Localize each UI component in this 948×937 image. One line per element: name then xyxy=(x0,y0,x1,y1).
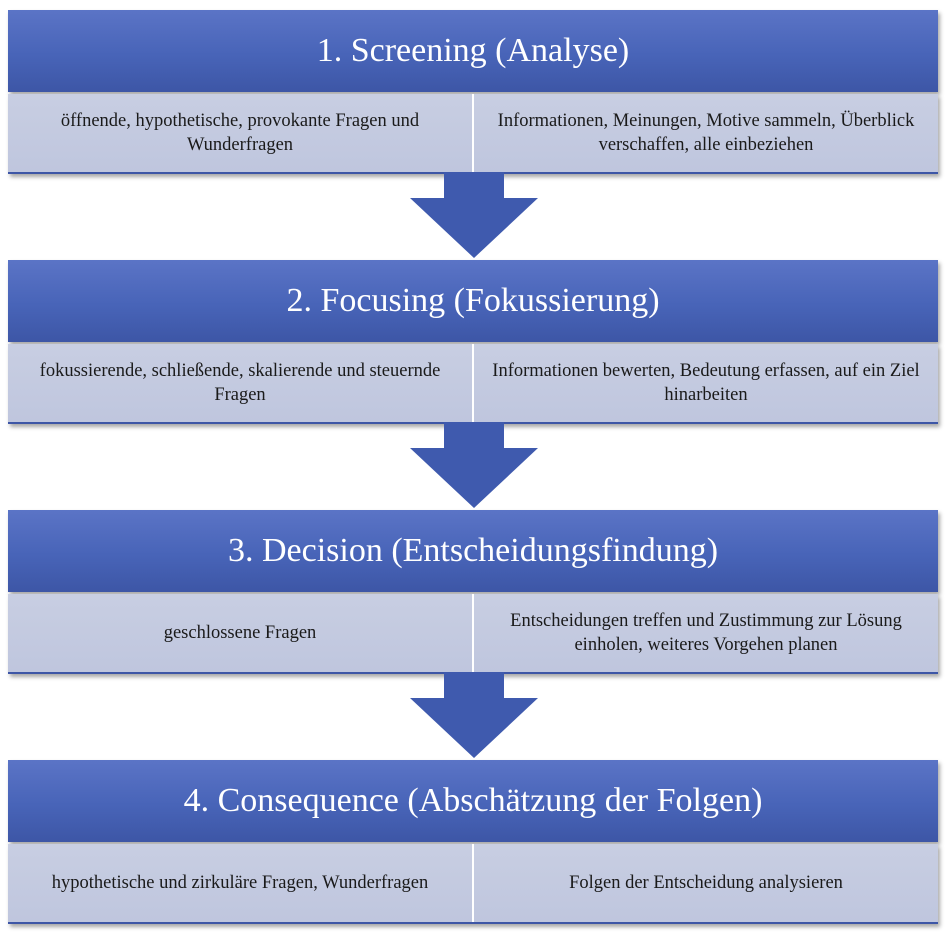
stage-3-questions: geschlossene Fragen xyxy=(8,594,472,672)
stage-1-goals: Informationen, Meinungen, Motive sammeln… xyxy=(472,94,938,172)
stage-2-details: fokussierende, schließende, skalierende … xyxy=(8,344,938,424)
stage-1-header: 1. Screening (Analyse) xyxy=(8,10,938,92)
stage-4-details: hypothetische und zirkuläre Fragen, Wund… xyxy=(8,844,938,924)
stage-2-header: 2. Focusing (Fokussierung) xyxy=(8,260,938,342)
down-arrow-1-icon xyxy=(410,172,538,258)
stage-1-questions: öffnende, hypothetische, provokante Frag… xyxy=(8,94,472,172)
stage-1-title: 1. Screening (Analyse) xyxy=(316,32,630,69)
stage-2-goals: Informationen bewerten, Bedeutung erfass… xyxy=(472,344,938,422)
stage-2-questions: fokussierende, schließende, skalierende … xyxy=(8,344,472,422)
stage-2-title: 2. Focusing (Fokussierung) xyxy=(286,282,660,319)
stage-4-header: 4. Consequence (Abschätzung der Folgen) xyxy=(8,760,938,842)
stage-3-title: 3. Decision (Entscheidungsfindung) xyxy=(227,532,719,569)
stage-4-questions: hypothetische und zirkuläre Fragen, Wund… xyxy=(8,844,472,922)
stage-3-goals: Entscheidungen treffen und Zustimmung zu… xyxy=(472,594,938,672)
stage-3-header: 3. Decision (Entscheidungsfindung) xyxy=(8,510,938,592)
stage-3-details: geschlossene Fragen Entscheidungen treff… xyxy=(8,594,938,674)
stage-4-goals: Folgen der Entscheidung analysieren xyxy=(472,844,938,922)
down-arrow-3-icon xyxy=(410,672,538,758)
down-arrow-2-icon xyxy=(410,422,538,508)
stage-4-title: 4. Consequence (Abschätzung der Folgen) xyxy=(183,782,763,819)
stage-1-details: öffnende, hypothetische, provokante Frag… xyxy=(8,94,938,174)
